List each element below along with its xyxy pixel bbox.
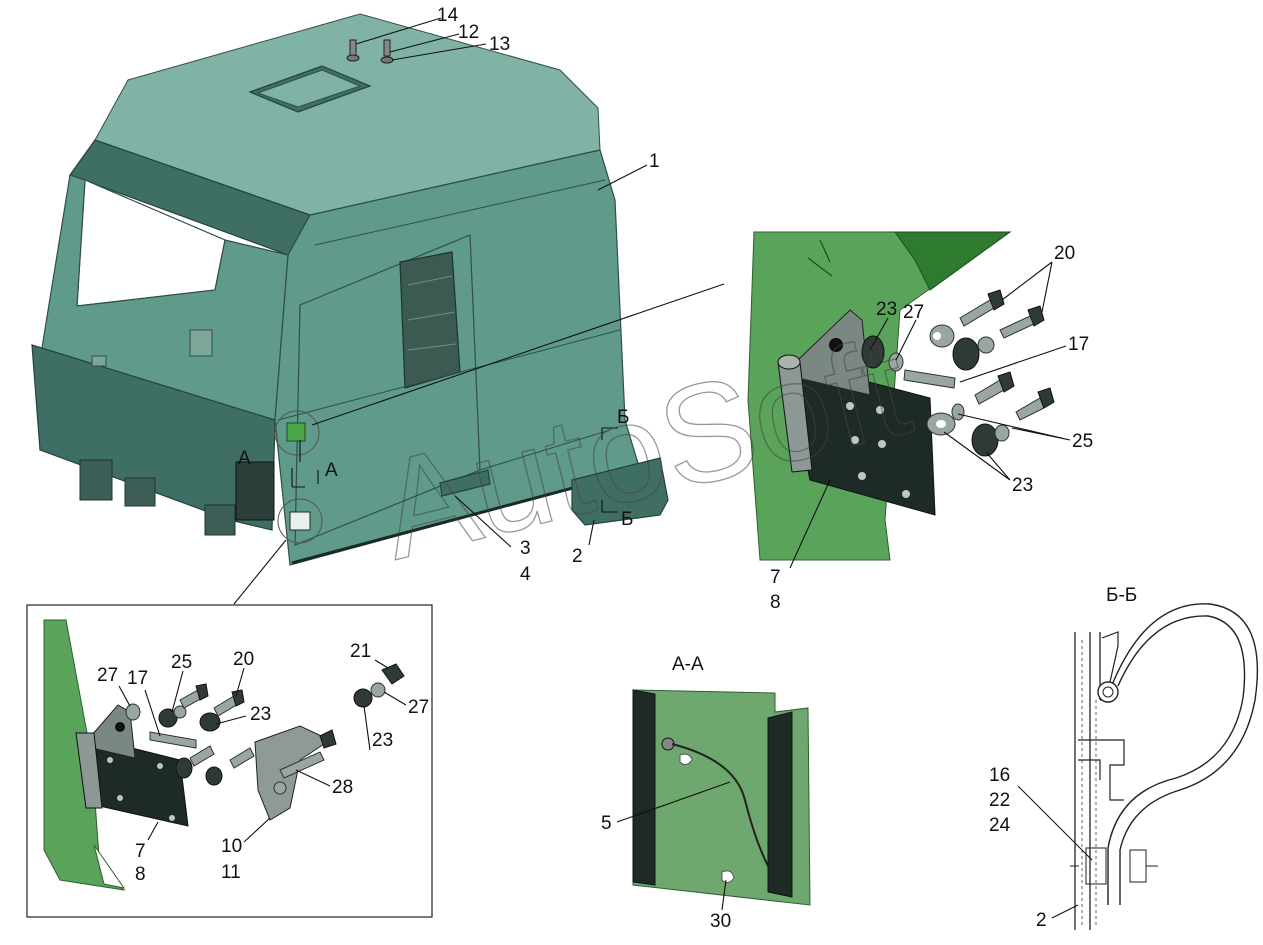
- callout-20-inset: 20: [233, 649, 254, 670]
- callout-4: 4: [520, 564, 531, 585]
- cut-a-right: А: [325, 460, 338, 481]
- cut-b-bottom: Б: [621, 509, 633, 530]
- callout-25-inset: 25: [171, 652, 192, 673]
- callout-1: 1: [649, 151, 660, 172]
- callout-17-inset: 17: [127, 668, 148, 689]
- callout-11-inset: 11: [221, 862, 241, 883]
- callout-10-inset: 10: [221, 836, 242, 857]
- callout-23-upper-a: 23: [876, 299, 897, 320]
- callout-5: 5: [601, 813, 612, 834]
- cut-a-left: А: [238, 448, 251, 469]
- hinge-detail-upper: [747, 231, 1055, 561]
- section-bb-title: Б-Б: [1106, 585, 1137, 606]
- callout-17-upper: 17: [1068, 334, 1089, 355]
- callout-3: 3: [520, 538, 531, 559]
- callout-labels: 14 12 13 1 3 4 2 А А Б Б 20 23 27 17 25 …: [97, 5, 1137, 932]
- callout-27-upper: 27: [903, 302, 924, 323]
- callout-8-upper: 8: [770, 592, 781, 613]
- callout-22: 22: [989, 790, 1010, 811]
- callout-23-inset-b: 23: [372, 730, 393, 751]
- cut-b-top: Б: [617, 407, 629, 428]
- callout-28-inset: 28: [332, 777, 353, 798]
- hinge-detail-inset: [43, 619, 405, 891]
- callout-25-upper: 25: [1072, 431, 1093, 452]
- callout-14: 14: [437, 5, 459, 26]
- callout-7-upper: 7: [770, 567, 781, 588]
- callout-23-upper-b: 23: [1012, 475, 1033, 496]
- inset-frame: [26, 604, 433, 918]
- callout-21-inset: 21: [350, 641, 371, 662]
- callout-7-inset: 7: [135, 841, 146, 862]
- callout-24: 24: [989, 815, 1011, 836]
- callout-12: 12: [458, 22, 479, 43]
- cab-body: [31, 13, 641, 566]
- foot-step: [571, 457, 669, 526]
- door-handle: [439, 469, 491, 497]
- section-aa-title: А-А: [672, 654, 704, 675]
- callout-2: 2: [572, 546, 583, 567]
- callout-2-bb: 2: [1036, 910, 1047, 931]
- callout-20-upper: 20: [1054, 243, 1075, 264]
- callout-16: 16: [989, 765, 1010, 786]
- callout-8-inset: 8: [135, 864, 146, 885]
- callout-27-inset-b: 27: [408, 697, 429, 718]
- callout-27-inset-a: 27: [97, 665, 118, 686]
- callout-23-inset-a: 23: [250, 704, 271, 725]
- callout-13: 13: [489, 34, 510, 55]
- leader-lines: [118, 17, 1093, 919]
- section-bb: [1070, 603, 1259, 930]
- callout-30: 30: [710, 911, 731, 932]
- section-aa: [632, 689, 811, 906]
